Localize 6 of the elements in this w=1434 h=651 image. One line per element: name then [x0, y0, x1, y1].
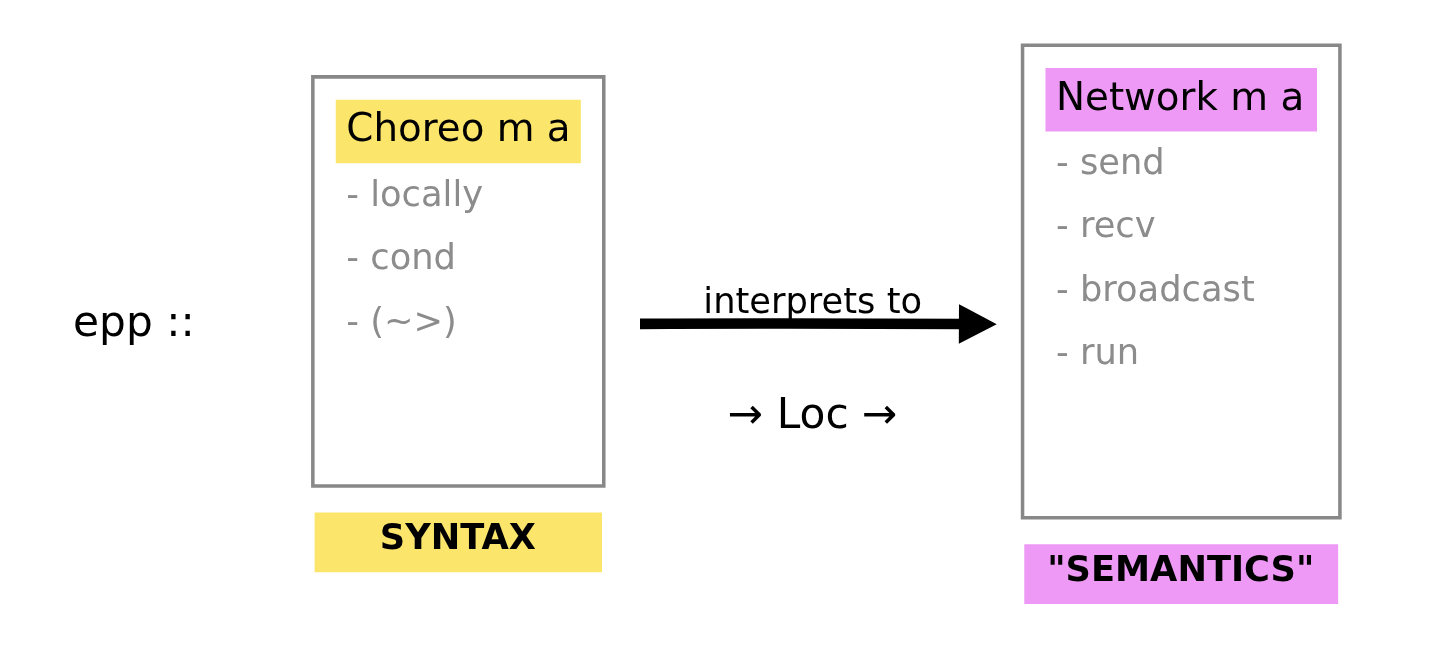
edge-label: interprets to [702, 280, 922, 322]
node-label: "SEMANTICS" [1046, 548, 1314, 590]
node-label: SYNTAX [379, 516, 536, 558]
label: epp :: [72, 297, 195, 347]
label: → Loc → [727, 389, 898, 439]
arrow [639, 304, 997, 344]
